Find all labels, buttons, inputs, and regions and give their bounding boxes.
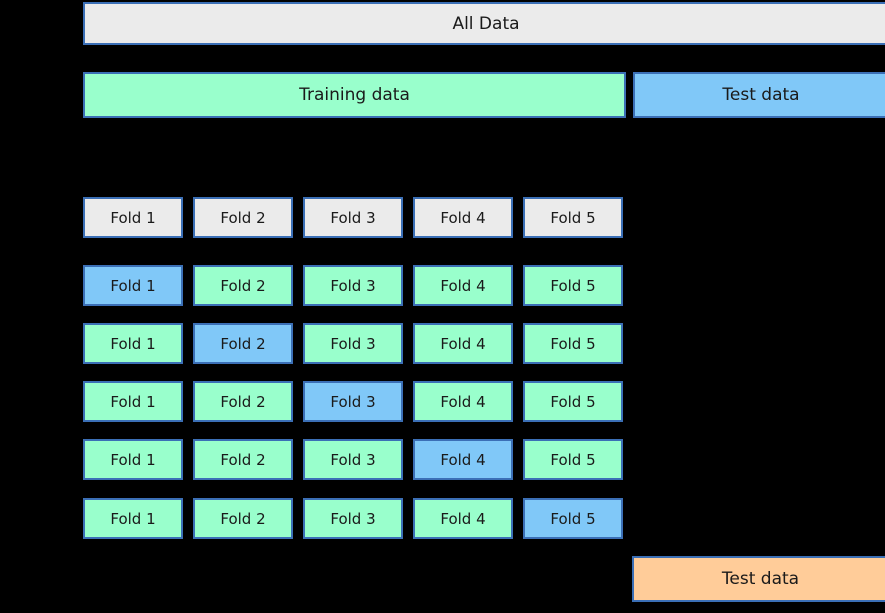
- train-fold-box: Fold 1: [83, 498, 183, 539]
- train-fold-box: Fold 4: [413, 265, 513, 306]
- test-fold-box: Fold 3: [303, 381, 403, 422]
- train-fold-box: Fold 5: [523, 323, 623, 364]
- train-fold-box: Fold 4: [413, 381, 513, 422]
- train-fold-box: Fold 2: [193, 381, 293, 422]
- fold-header-box: Fold 1: [83, 197, 183, 238]
- training-data-bar: Training data: [83, 72, 626, 118]
- train-fold-box: Fold 3: [303, 265, 403, 306]
- training-data-label: Training data: [299, 85, 410, 105]
- train-fold-box: Fold 3: [303, 498, 403, 539]
- final-test-data-label: Test data: [721, 569, 800, 589]
- test-data-bar: Test data: [633, 72, 885, 118]
- all-data-bar: All Data: [83, 2, 885, 45]
- train-fold-box: Fold 3: [303, 323, 403, 364]
- train-fold-box: Fold 2: [193, 498, 293, 539]
- train-fold-box: Fold 5: [523, 265, 623, 306]
- train-fold-box: Fold 4: [413, 498, 513, 539]
- train-fold-box: Fold 4: [413, 323, 513, 364]
- all-data-label: All Data: [452, 13, 520, 34]
- train-fold-box: Fold 5: [523, 439, 623, 480]
- test-fold-box: Fold 4: [413, 439, 513, 480]
- test-fold-box: Fold 2: [193, 323, 293, 364]
- test-fold-box: Fold 1: [83, 265, 183, 306]
- train-fold-box: Fold 1: [83, 381, 183, 422]
- fold-header-box: Fold 5: [523, 197, 623, 238]
- fold-header-box: Fold 2: [193, 197, 293, 238]
- train-fold-box: Fold 1: [83, 439, 183, 480]
- train-fold-box: Fold 1: [83, 323, 183, 364]
- train-fold-box: Fold 2: [193, 265, 293, 306]
- fold-header-box: Fold 3: [303, 197, 403, 238]
- fold-header-box: Fold 4: [413, 197, 513, 238]
- train-fold-box: Fold 2: [193, 439, 293, 480]
- test-data-label: Test data: [722, 85, 800, 105]
- train-fold-box: Fold 5: [523, 381, 623, 422]
- train-fold-box: Fold 3: [303, 439, 403, 480]
- final-test-data-bar: Test data: [632, 556, 885, 602]
- test-fold-box: Fold 5: [523, 498, 623, 539]
